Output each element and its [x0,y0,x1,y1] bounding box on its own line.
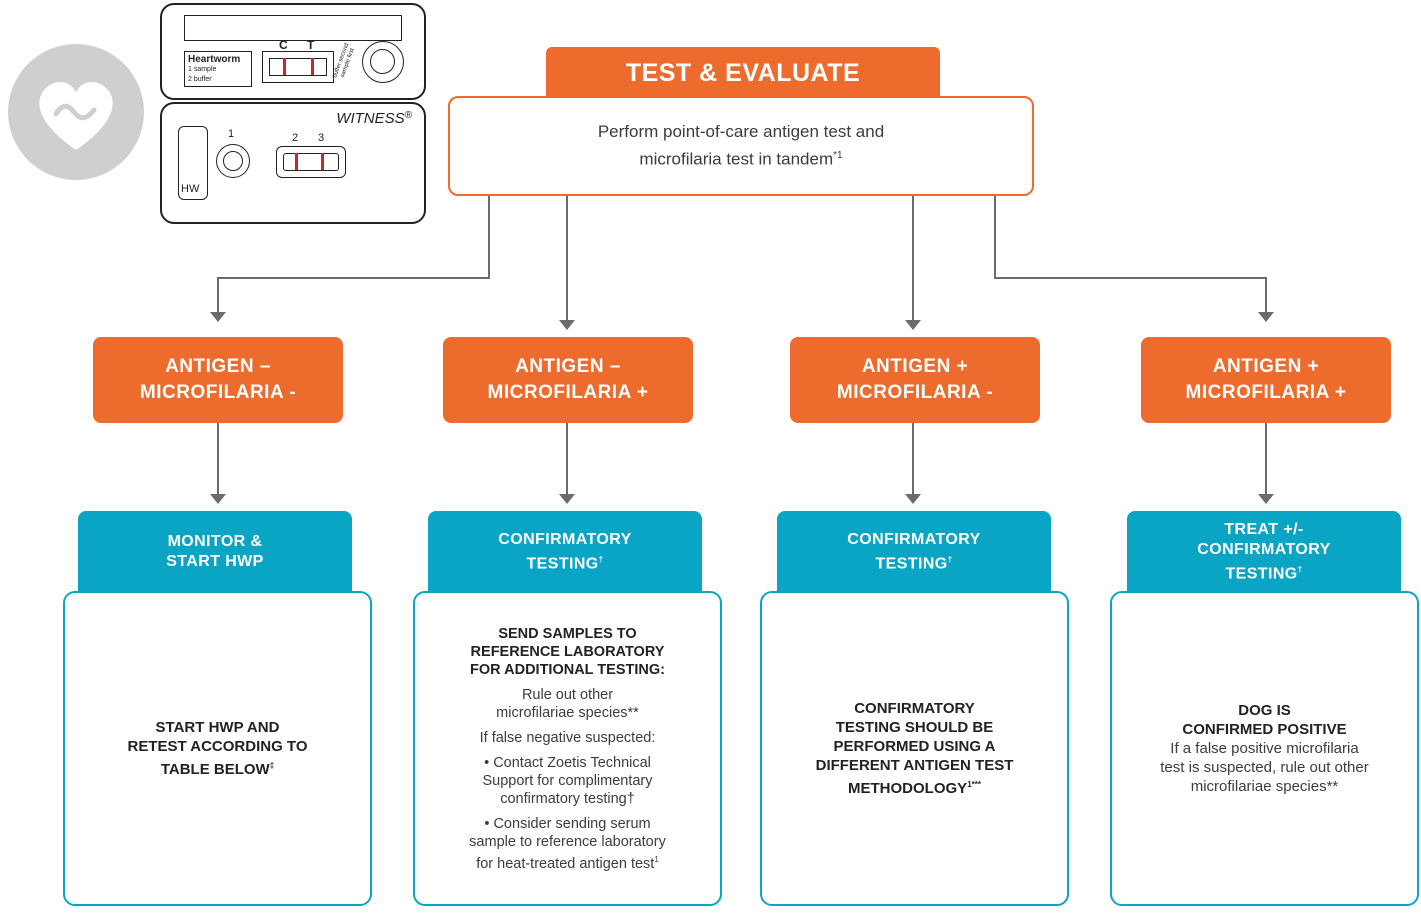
test-evaluate-header: TEST & EVALUATE [546,47,940,99]
test-evaluate-line1: Perform point-of-care antigen test and [597,122,885,142]
panel-text: test is suspected, rule out other [1160,759,1369,776]
panel-text: REFERENCE LABORATORY [470,643,665,660]
result-line1: ANTIGEN + [1212,356,1320,377]
panel-text: TESTING SHOULD BE [835,719,994,736]
action-confirmatory-testing-1: CONFIRMATORY TESTING† [428,511,702,593]
action-treat-confirmatory: TREAT +/- CONFIRMATORY TESTING† [1127,511,1401,593]
result-line1: ANTIGEN – [165,356,271,377]
panel-text: microfilariae species** [496,704,639,721]
panel-monitor: START HWP AND RETEST ACCORDING TO TABLE … [63,591,372,906]
kit-result-window-bottom [276,146,346,178]
kit-label-box: Heartworm 1 sample 2 buffer [184,51,252,87]
test-evaluate-line2: microfilaria test in tandem [639,149,834,169]
action-line2: START HWP [166,553,264,570]
panel-text: microfilariae species** [1190,778,1339,795]
result-line2: MICROFILARIA - [139,382,297,403]
test-evaluate-box: Perform point-of-care antigen test and m… [448,96,1034,196]
kit-brand: WITNESS [336,110,405,127]
panel-text: DIFFERENT ANTIGEN TEST [815,757,1014,774]
result-line1: ANTIGEN + [861,356,969,377]
action-line1: CONFIRMATORY [498,530,632,548]
action-line1: CONFIRMATORY [847,530,981,548]
panel-text: confirmatory testing† [500,790,635,807]
panel-text: • Consider sending serum [484,815,651,832]
panel-text: PERFORMED USING A [833,738,996,755]
panel-text: for heat-treated antigen test [476,855,655,872]
panel-confirmatory-2: CONFIRMATORY TESTING SHOULD BE PERFORMED… [760,591,1069,906]
test-kit-cassette-bottom: WITNESS® 1 2 3 HW [160,102,426,224]
panel-text: RETEST ACCORDING TO [127,738,308,755]
panel-sup: 1*** [967,780,981,789]
panel-text: Rule out other [521,686,614,703]
kit-label-buffer: 2 buffer [188,76,212,83]
panel-text: DOG IS [1238,702,1291,719]
kit-side-text: buffer second sample first [332,42,356,79]
result-line2: MICROFILARIA + [1185,382,1347,403]
action-line1: TREAT +/- [1224,520,1304,538]
kit-label-strip [184,15,402,41]
kit-t-label: T [307,38,315,52]
kit-result-window-top: C T [262,38,334,83]
kit-c-label: C [279,38,288,52]
result-antigen-neg-mf-pos: ANTIGEN – MICROFILARIA + [443,337,693,423]
test-kit-cassette-top: Heartworm 1 sample 2 buffer C T buffer s… [160,3,426,100]
kit-hw-slot: HW [178,126,208,200]
result-antigen-pos-mf-neg: ANTIGEN + MICROFILARIA - [790,337,1040,423]
panel-treat: DOG IS CONFIRMED POSITIVE If a false pos… [1110,591,1419,906]
panel-text: Support for complimentary [482,772,653,789]
test-evaluate-sup: *1 [833,150,843,162]
kit-number-2: 2 [292,132,299,144]
result-line1: ANTIGEN – [515,356,621,377]
panel-text: If a false positive microfilaria [1170,740,1359,757]
action-line3: TESTING [1225,565,1298,583]
action-line1: MONITOR & [167,533,263,550]
panel-text: TABLE BELOW [160,761,270,778]
kit-sample-well-top [362,41,404,83]
kit-number-3: 3 [318,132,325,144]
action-line2: TESTING [526,555,599,573]
kit-brand-mark: ® [404,110,412,121]
panel-text: sample to reference laboratory [469,833,666,850]
kit-label-sample: 1 sample [188,66,217,73]
kit-sample-well-bottom [216,144,250,178]
panel-text: CONFIRMED POSITIVE [1182,721,1347,738]
action-sup: † [598,554,604,564]
action-line2: CONFIRMATORY [1197,540,1331,558]
panel-text: • Contact Zoetis Technical [484,754,651,771]
result-line2: MICROFILARIA - [836,382,994,403]
panel-sup: 1 [654,854,659,864]
action-confirmatory-testing-2: CONFIRMATORY TESTING† [777,511,1051,593]
panel-text: FOR ADDITIONAL TESTING: [470,661,665,678]
kit-number-1: 1 [228,128,235,140]
panel-text: START HWP AND [155,719,280,736]
panel-text: METHODOLOGY [848,780,968,797]
action-sup: † [1297,564,1303,574]
heart-icon [8,44,144,180]
action-monitor-start-hwp: MONITOR & START HWP [78,511,352,593]
panel-sup: ‡ [269,761,275,770]
kit-hw-label: HW [181,183,200,195]
panel-confirmatory-1: SEND SAMPLES TO REFERENCE LABORATORY FOR… [413,591,722,906]
action-line2: TESTING [875,555,948,573]
kit-label-title: Heartworm [188,54,241,65]
panel-text: SEND SAMPLES TO [498,625,637,642]
result-antigen-pos-mf-pos: ANTIGEN + MICROFILARIA + [1141,337,1391,423]
action-sup: † [947,554,953,564]
result-antigen-neg-mf-neg: ANTIGEN – MICROFILARIA - [93,337,343,423]
panel-text: CONFIRMATORY [854,700,975,717]
panel-text: If false negative suspected: [479,729,656,746]
result-line2: MICROFILARIA + [487,382,649,403]
